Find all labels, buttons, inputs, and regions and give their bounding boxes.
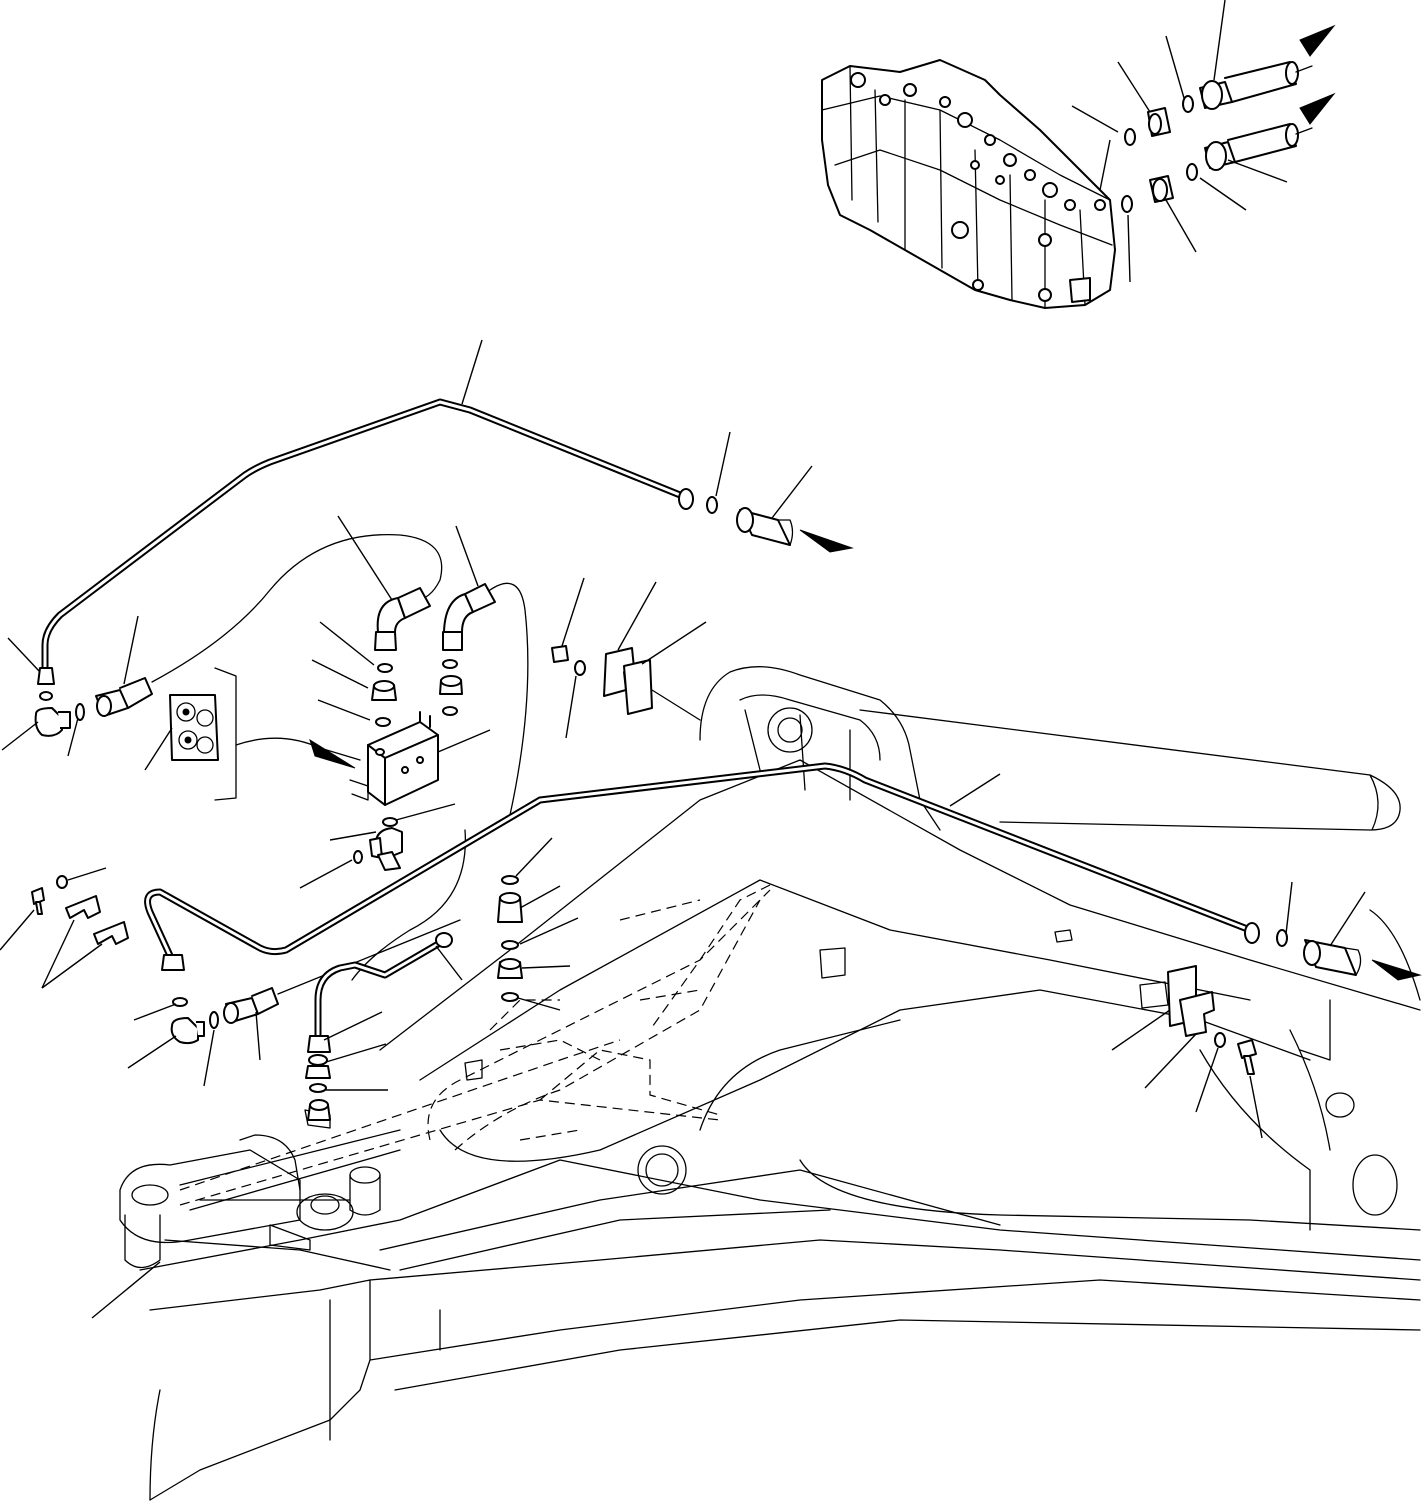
lower-left-fitting-set	[127, 919, 461, 1087]
detail-callout	[144, 667, 361, 801]
valve-fittings-upper	[1124, 24, 1336, 146]
control-valve-assembly	[821, 59, 1116, 309]
center-fitting-stack	[497, 837, 579, 1011]
leader-lines-valve	[1071, 0, 1288, 283]
center-hose-fittings	[311, 515, 496, 727]
hidden-lines	[179, 884, 771, 1206]
center-clamp-set	[551, 577, 707, 739]
hydraulic-hose-loop	[151, 533, 529, 981]
boom-frame	[119, 666, 1421, 1501]
solenoid-valve-block	[299, 711, 491, 889]
left-clamp-set	[0, 867, 129, 989]
lower-hydraulic-tube	[144, 762, 1422, 981]
left-fitting-set	[1, 615, 153, 757]
upper-hydraulic-tube	[41, 339, 854, 674]
right-clamp-set	[1111, 965, 1263, 1139]
leader-pivot	[91, 1261, 161, 1319]
lower-bent-tube	[305, 932, 463, 1121]
